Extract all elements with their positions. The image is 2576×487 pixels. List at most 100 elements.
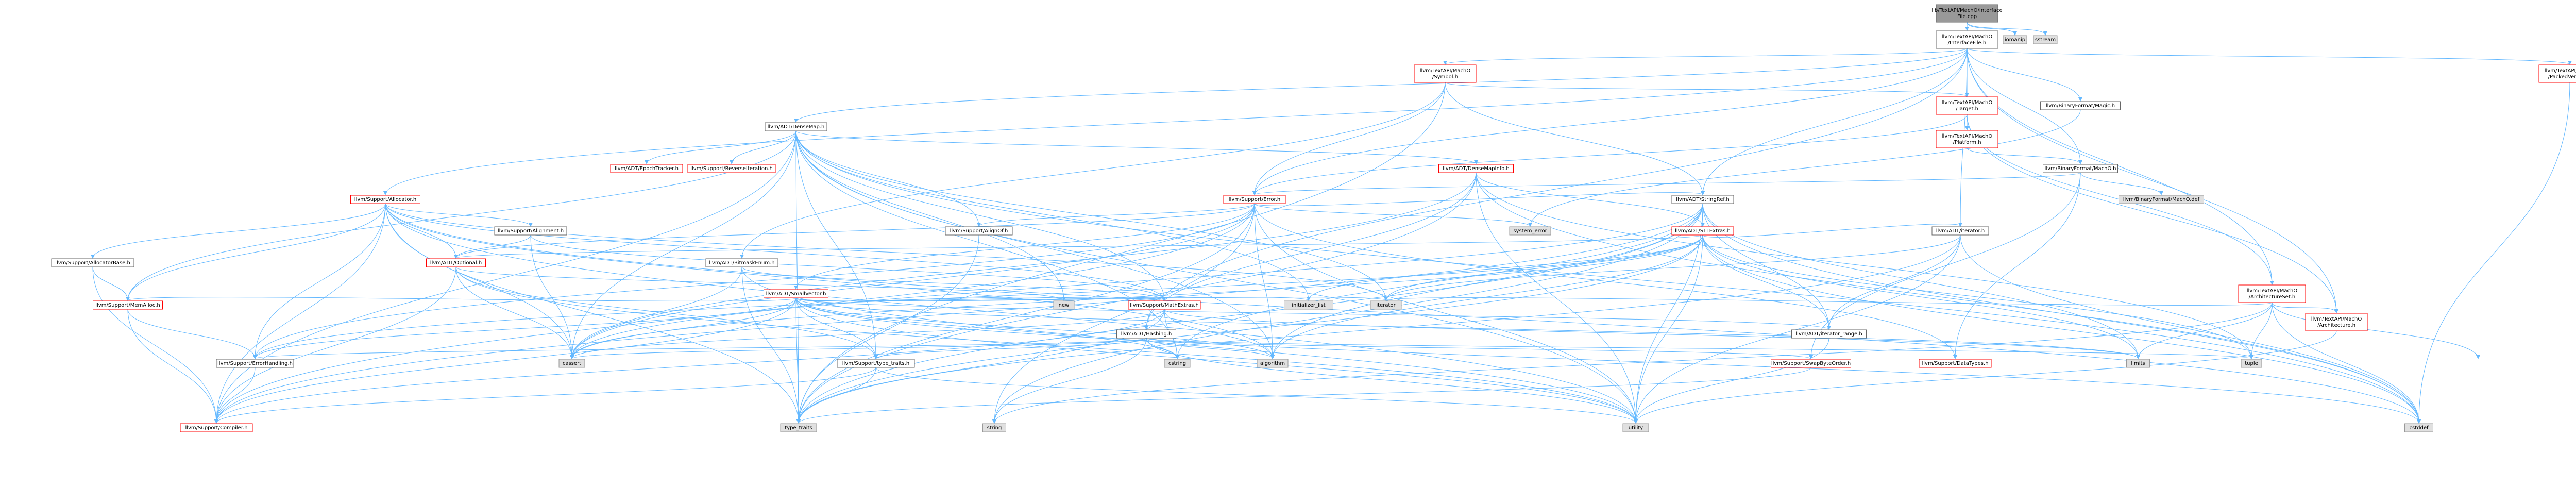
node-densemapinfo[interactable]: llvm/ADT/DenseMapInfo.h bbox=[1438, 164, 1514, 173]
node-errhandling[interactable]: llvm/Support/ErrorHandling.h bbox=[216, 359, 294, 368]
node-mathextras[interactable]: llvm/Support/MathExtras.h bbox=[1128, 300, 1201, 310]
node-memalloc[interactable]: llvm/Support/MemAlloc.h bbox=[93, 300, 163, 310]
edge-swapbyte-to-typetraitsstd bbox=[796, 367, 1811, 424]
node-box-binmacho bbox=[2043, 164, 2118, 173]
node-box-iff bbox=[1936, 30, 1998, 49]
node-binmagic[interactable]: llvm/BinaryFormat/Magic.h bbox=[2040, 101, 2121, 110]
edge-smallvec-to-typetraitsstd bbox=[795, 297, 801, 424]
node-swapbyte[interactable]: llvm/Support/SwapByteOrder.h bbox=[1771, 359, 1851, 368]
node-arch[interactable]: llvm/TextAPI/MachO/Architecture.h bbox=[2305, 313, 2368, 331]
node-typetraits[interactable]: llvm/Support/type_traits.h bbox=[837, 359, 915, 368]
node-stringref[interactable]: llvm/ADT/StringRef.h bbox=[1671, 195, 1734, 204]
edge-target-to-error bbox=[1252, 114, 1968, 195]
node-hashing[interactable]: llvm/ADT/Hashing.h bbox=[1116, 329, 1176, 339]
node-label-errhandling: llvm/Support/ErrorHandling.h bbox=[217, 361, 293, 366]
edge-allocator-to-errhandling bbox=[253, 203, 386, 359]
node-packed[interactable]: llvm/TextAPI/MachO/PackedVersion.h bbox=[2538, 64, 2576, 83]
node-box-memalloc bbox=[93, 300, 163, 310]
edge-densemap-to-compiler bbox=[214, 130, 796, 424]
node-epoch[interactable]: llvm/ADT/EpochTracker.h bbox=[610, 164, 683, 173]
edge-allocator-to-algorithm bbox=[385, 203, 1275, 359]
node-label-root-line1: lib/TextAPI/MachO/Interface bbox=[1931, 8, 2002, 13]
edge-smallvec-to-limits bbox=[795, 297, 2140, 359]
node-label-sstream: sstream bbox=[2035, 37, 2056, 43]
node-box-swapbyte bbox=[1771, 359, 1851, 368]
edge-error-to-errhandling bbox=[253, 203, 1255, 359]
edge-optional-to-utility bbox=[455, 266, 1638, 424]
node-archset[interactable]: llvm/TextAPI/MachO/ArchitectureSet.h bbox=[2238, 284, 2306, 303]
node-reviter[interactable]: llvm/Support/ReverseIteration.h bbox=[687, 164, 776, 173]
edge-archset-to-string bbox=[992, 302, 2273, 424]
node-label-binmacho: llvm/BinaryFormat/MachO.h bbox=[2045, 166, 2116, 172]
node-datatypes[interactable]: llvm/Support/DataTypes.h bbox=[1919, 359, 1992, 368]
edge-densemapinfo-to-stlextras bbox=[1476, 172, 1705, 227]
node-symbol[interactable]: llvm/TextAPI/MachO/Symbol.h bbox=[1414, 64, 1477, 83]
edge-iff-to-binmacho bbox=[1967, 48, 2082, 164]
node-typetraitsstd: type_traits bbox=[780, 423, 817, 432]
edge-smallvec-to-new bbox=[795, 296, 1066, 301]
node-label-cstring: cstring bbox=[1168, 361, 1186, 366]
node-optional[interactable]: llvm/ADT/Optional.h bbox=[426, 258, 486, 267]
node-label-error: llvm/Support/Error.h bbox=[1229, 197, 1280, 203]
edge-iff-to-binmagic bbox=[1967, 48, 2082, 102]
node-compiler[interactable]: llvm/Support/Compiler.h bbox=[180, 423, 253, 432]
edge-memalloc-to-errhandling bbox=[127, 309, 257, 359]
node-adtiter[interactable]: llvm/ADT/iterator.h bbox=[1931, 226, 1989, 236]
node-label-alignof: llvm/Support/AlignOf.h bbox=[950, 228, 1008, 234]
node-target[interactable]: llvm/TextAPI/MachO/Target.h bbox=[1936, 96, 1998, 115]
node-allocator[interactable]: llvm/Support/Allocator.h bbox=[350, 195, 420, 204]
edge-densemap-to-memalloc bbox=[126, 130, 796, 301]
edge-errhandling-to-compiler bbox=[214, 367, 256, 424]
node-label-iterrange: llvm/ADT/iterator_range.h bbox=[1795, 331, 1862, 337]
node-algorithm: algorithm bbox=[1257, 359, 1289, 368]
node-alignment[interactable]: llvm/Support/Alignment.h bbox=[494, 226, 567, 236]
edge-arch-to-utility bbox=[1634, 330, 2337, 424]
node-sysmerr: system_error bbox=[1509, 226, 1551, 236]
node-iterrange[interactable]: llvm/ADT/iterator_range.h bbox=[1791, 329, 1867, 339]
edge-stlextras-to-cstddef bbox=[1702, 234, 2421, 424]
edge-smallvec-to-iterator bbox=[795, 296, 1388, 301]
node-root[interactable]: lib/TextAPI/MachO/InterfaceFile.cpp bbox=[1931, 4, 2003, 23]
edge-iff-to-allocator bbox=[383, 48, 1968, 195]
node-binmacho[interactable]: llvm/BinaryFormat/MachO.h bbox=[2043, 164, 2118, 173]
node-stlextras[interactable]: llvm/ADT/STLExtras.h bbox=[1671, 226, 1734, 236]
edge-stlextras-to-algorithm bbox=[1270, 234, 1703, 359]
edge-iff-to-error bbox=[1252, 48, 1968, 195]
edge-allocator-to-memalloc bbox=[126, 203, 386, 301]
edge-binmacho-to-machodef bbox=[2080, 172, 2163, 195]
edge-densemap-to-mathextras bbox=[795, 130, 1166, 301]
node-bitmask[interactable]: llvm/ADT/BitmaskEnum.h bbox=[705, 258, 778, 267]
node-box-optional bbox=[426, 258, 486, 267]
edge-bitmask-to-cassert bbox=[570, 266, 742, 359]
edge-allocbase-to-memalloc bbox=[92, 266, 130, 301]
node-error[interactable]: llvm/Support/Error.h bbox=[1223, 195, 1286, 204]
edge-allocator-to-alignment bbox=[385, 203, 533, 227]
node-box-arch bbox=[2305, 313, 2368, 331]
edge-root-to-sstream bbox=[1967, 22, 2047, 36]
node-box-sysmerr bbox=[1509, 226, 1551, 236]
node-alignof[interactable]: llvm/Support/AlignOf.h bbox=[945, 226, 1013, 236]
node-densemap[interactable]: llvm/ADT/DenseMap.h bbox=[765, 122, 827, 131]
node-box-initlist bbox=[1284, 300, 1333, 310]
edge-smallvec-to-cstddef bbox=[795, 297, 2421, 424]
edge-stlextras-to-optional bbox=[454, 234, 1703, 259]
node-box-epoch bbox=[610, 164, 683, 173]
node-label-archset-line1: llvm/TextAPI/MachO bbox=[2247, 288, 2298, 294]
edge-alignof-to-typetraitsstd bbox=[796, 234, 979, 424]
node-label-packed-line1: llvm/TextAPI/MachO bbox=[2545, 68, 2576, 74]
node-box-mathextras bbox=[1128, 300, 1201, 310]
edge-allocbase-to-compiler bbox=[92, 266, 218, 424]
node-label-cstddef: cstddef bbox=[2410, 425, 2429, 431]
edge-bitmask-to-mathextras bbox=[741, 266, 1166, 301]
node-platform[interactable]: llvm/TextAPI/MachO/Platform.h bbox=[1936, 130, 1998, 148]
edge-allocator-to-utility bbox=[385, 203, 1638, 424]
node-allocbase[interactable]: llvm/Support/AllocatorBase.h bbox=[51, 258, 134, 267]
edge-error-to-algorithm bbox=[1254, 203, 1275, 359]
edge-smallvec-to-cstring bbox=[795, 297, 1179, 359]
edge-alignment-to-optional bbox=[454, 234, 531, 259]
node-label-packed-line2: /PackedVersion.h bbox=[2548, 74, 2576, 80]
node-iff[interactable]: llvm/TextAPI/MachO/InterfaceFile.h bbox=[1936, 30, 1998, 49]
edge-target-to-arch bbox=[1967, 114, 2338, 313]
edge-archset-to-cstddef bbox=[2272, 302, 2421, 424]
node-smallvec[interactable]: llvm/ADT/SmallVector.h bbox=[764, 289, 828, 298]
